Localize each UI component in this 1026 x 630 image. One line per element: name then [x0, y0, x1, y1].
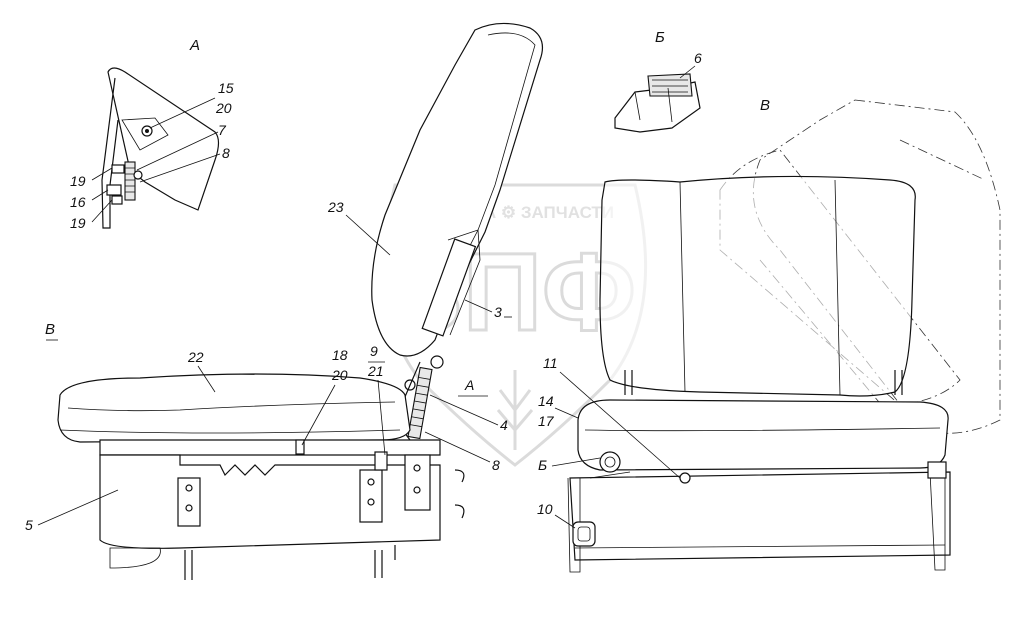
label-view-a-ref: А	[464, 377, 474, 393]
front-view-labels: 11 14 17 Б 10	[537, 355, 681, 529]
label-16: 16	[70, 194, 86, 210]
label-10: 10	[537, 501, 553, 517]
latch-10	[572, 521, 596, 547]
label-5: 5	[25, 517, 33, 533]
label-b-ref: Б	[538, 457, 547, 473]
label-18: 18	[332, 347, 348, 363]
label-20b: 20	[331, 367, 348, 383]
label-22: 22	[187, 349, 204, 365]
view-a-labels: А 15 20 7 8 19 16 19	[70, 37, 234, 231]
label-17: 17	[538, 413, 555, 429]
label-23: 23	[327, 199, 344, 215]
watermark-wheat-icon	[496, 370, 534, 450]
cushion-22	[57, 373, 411, 443]
spring-7	[124, 161, 136, 201]
backrest-23	[371, 22, 543, 357]
view-v-left-title: В	[45, 321, 55, 338]
label-9: 9	[370, 343, 378, 359]
label-4: 4	[500, 417, 508, 433]
detail-view-b: Б 6	[614, 29, 702, 133]
label-20a: 20	[215, 100, 232, 116]
label-19a: 19	[70, 173, 86, 189]
backrest-front	[599, 175, 916, 397]
cushion-11	[577, 399, 949, 471]
label-8b: 8	[492, 457, 500, 473]
label-15: 15	[218, 80, 234, 96]
side-view-labels: 23 3 22 18 20 9 21 А 4 8 5	[25, 199, 512, 533]
label-21: 21	[367, 363, 384, 379]
label-7: 7	[218, 122, 227, 138]
label-14: 14	[538, 393, 554, 409]
label-19b: 19	[70, 215, 86, 231]
front-view: В	[567, 97, 1001, 573]
view-b-title: Б	[655, 29, 665, 46]
side-view: В	[45, 22, 543, 580]
view-a-title: А	[189, 37, 200, 54]
label-6: 6	[694, 50, 702, 66]
handle-b	[599, 451, 621, 473]
label-11: 11	[543, 355, 558, 371]
spring-4	[407, 366, 433, 440]
label-3: 3	[494, 304, 502, 320]
view-v-right-title: В	[760, 97, 770, 114]
label-8a: 8	[222, 145, 230, 161]
detail-view-a	[101, 67, 220, 229]
